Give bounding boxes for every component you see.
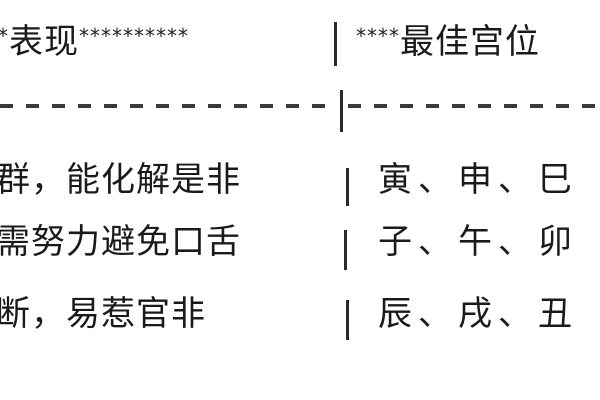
separator-column-divider [340,90,343,132]
row-3-description: 断，易惹官非 [0,294,206,334]
header-left-title: 表现 [9,22,79,62]
separator-right-dashes [348,104,600,108]
row-2-description: 需努力避免口舌 [0,222,241,262]
row-3-palaces: 辰、戌、丑 [378,294,578,334]
row-1-description: 群，能化解是非 [0,160,241,200]
header-right-cell: ****最佳宫位 [356,16,540,62]
row-1-palaces: 寅、申、巳 [378,160,578,200]
row-3-column-divider [346,300,349,340]
row-2-column-divider [344,230,347,270]
header-left-suffix-stars: ********** [79,24,189,48]
header-right-prefix-stars: **** [356,24,400,48]
row-1-column-divider [346,168,349,206]
header-column-divider [334,22,337,66]
separator-left-dashes [0,104,332,108]
header-right-title: 最佳宫位 [400,22,540,62]
row-2-palaces: 子、午、卯 [378,222,578,262]
header-left-cell: *表现********** [0,16,189,62]
header-left-prefix-stars: * [0,24,9,48]
